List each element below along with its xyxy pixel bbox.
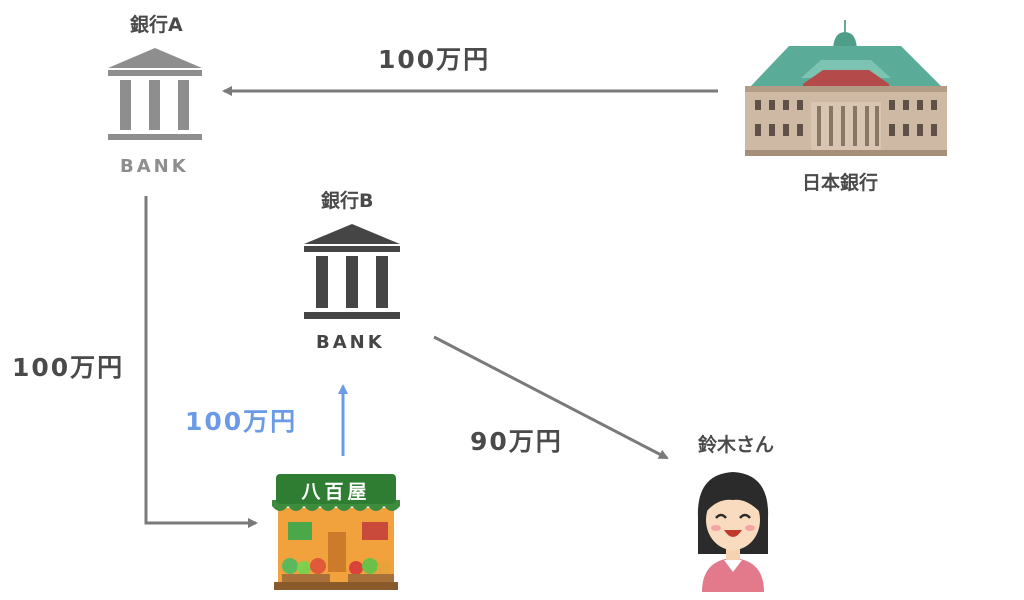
suzuki-label: 鈴木さん <box>698 434 775 456</box>
greengrocer-shop-icon: 八百屋 <box>268 470 404 592</box>
amount-boj-to-bank-a: 100万円 <box>378 45 491 74</box>
suzuki-person-icon <box>688 468 778 592</box>
bank-b-label: 銀行B <box>321 190 374 212</box>
bank-a-label: 銀行A <box>130 14 183 36</box>
bank-b-icon: BANK <box>302 222 402 358</box>
amount-grocer-to-bank-b: 100万円 <box>185 407 298 436</box>
bank-of-japan-label: 日本銀行 <box>802 172 879 194</box>
greengrocer-sign: 八百屋 <box>301 481 371 503</box>
arrow-bank-a-to-grocer <box>144 196 258 528</box>
amount-bank-b-to-suzuki: 90万円 <box>470 427 563 456</box>
bank-of-japan-building-icon <box>741 18 951 158</box>
amount-bank-a-to-grocer: 100万円 <box>12 353 125 382</box>
bank-a-sign: BANK <box>120 156 189 177</box>
bank-a-icon: BANK <box>106 46 204 182</box>
arrow-bank-b-to-suzuki <box>433 335 669 460</box>
bank-b-sign: BANK <box>316 332 385 353</box>
